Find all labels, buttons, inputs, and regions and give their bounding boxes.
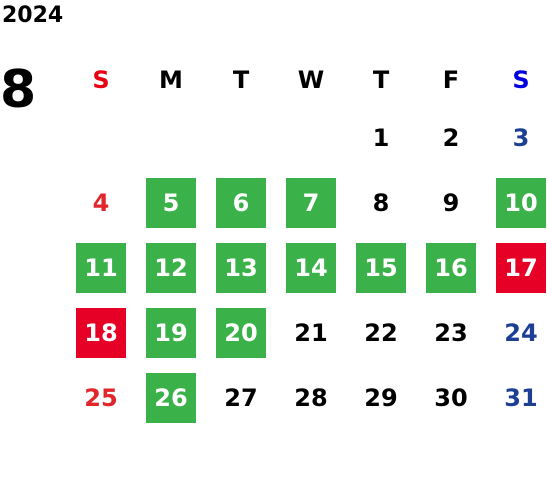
week-row: 4 5 6 7 8 9 10: [66, 170, 548, 235]
weekday-header-friday: F: [442, 66, 460, 94]
day-number: 24: [504, 318, 538, 347]
day-cell: 20: [206, 300, 276, 365]
weekday-header-tuesday: T: [232, 66, 250, 94]
day-number: 8: [372, 188, 390, 217]
day-cell: 31: [486, 365, 548, 430]
day-number-highlighted: 11: [76, 242, 126, 293]
day-number-highlighted: 20: [216, 307, 266, 358]
day-cell: 28: [276, 365, 346, 430]
day-number-holiday: 17: [496, 242, 546, 293]
day-cell: 19: [136, 300, 206, 365]
day-number: 2: [442, 123, 460, 152]
day-number: [286, 113, 336, 163]
day-cell: 10: [486, 170, 548, 235]
week-row: 18 19 20 21 22 23 24: [66, 300, 548, 365]
month-label: 8: [0, 60, 37, 120]
day-cell: 8: [346, 170, 416, 235]
weekday-header-thursday: T: [372, 66, 390, 94]
day-cell: 26: [136, 365, 206, 430]
weekday-header-sunday: S: [92, 66, 110, 94]
weekday-header-monday: M: [159, 66, 183, 94]
day-number-highlighted: 5: [146, 177, 196, 228]
day-cell: 22: [346, 300, 416, 365]
day-cell: 13: [206, 235, 276, 300]
day-cell: 4: [66, 170, 136, 235]
day-number-highlighted: 14: [286, 242, 336, 293]
day-cell: 29: [346, 365, 416, 430]
day-cell: 9: [416, 170, 486, 235]
day-cell: 14: [276, 235, 346, 300]
day-cell: 3: [486, 105, 548, 170]
day-cell: 24: [486, 300, 548, 365]
day-number: 25: [84, 383, 118, 412]
day-number: 28: [294, 383, 328, 412]
day-cell: 21: [276, 300, 346, 365]
day-cell-empty: [136, 105, 206, 170]
day-number-highlighted: 10: [496, 177, 546, 228]
day-cell: 2: [416, 105, 486, 170]
day-number: 22: [364, 318, 398, 347]
day-cell: 30: [416, 365, 486, 430]
day-number-holiday: 18: [76, 307, 126, 358]
day-number: 23: [434, 318, 468, 347]
day-cell: 18: [66, 300, 136, 365]
day-cell: 23: [416, 300, 486, 365]
day-cell: 7: [276, 170, 346, 235]
day-number-highlighted: 12: [146, 242, 196, 293]
calendar-grid: S M T W T F S 1 2 3 4 5 6 7 8 9 10: [66, 55, 548, 430]
day-number: 4: [92, 188, 110, 217]
day-number-highlighted: 7: [286, 177, 336, 228]
day-cell-empty: [276, 105, 346, 170]
day-number: 9: [442, 188, 460, 217]
day-cell-empty: [66, 105, 136, 170]
day-cell: 16: [416, 235, 486, 300]
day-number-highlighted: 6: [216, 177, 266, 228]
weekday-header-saturday: S: [512, 66, 530, 94]
day-number-highlighted: 13: [216, 242, 266, 293]
day-cell: 1: [346, 105, 416, 170]
year-label: 2024: [2, 3, 64, 28]
day-number: [146, 113, 196, 163]
day-number: 27: [224, 383, 258, 412]
day-number-highlighted: 16: [426, 242, 476, 293]
day-number: [216, 113, 266, 163]
day-cell: 6: [206, 170, 276, 235]
day-number: 21: [294, 318, 328, 347]
day-number: 31: [504, 383, 538, 412]
weekday-header-row: S M T W T F S: [66, 55, 548, 105]
day-cell: 15: [346, 235, 416, 300]
week-row: 11 12 13 14 15 16 17: [66, 235, 548, 300]
day-cell: 12: [136, 235, 206, 300]
day-number: 30: [434, 383, 468, 412]
day-number-highlighted: 15: [356, 242, 406, 293]
day-number: [76, 113, 126, 163]
day-number: 1: [372, 123, 390, 152]
day-number-highlighted: 26: [146, 372, 196, 423]
day-cell: 11: [66, 235, 136, 300]
day-cell: 17: [486, 235, 548, 300]
day-cell: 5: [136, 170, 206, 235]
day-cell: 25: [66, 365, 136, 430]
weekday-header-wednesday: W: [297, 66, 325, 94]
day-cell: 27: [206, 365, 276, 430]
day-number: 3: [512, 123, 530, 152]
day-number-highlighted: 19: [146, 307, 196, 358]
week-row: 25 26 27 28 29 30 31: [66, 365, 548, 430]
day-cell-empty: [206, 105, 276, 170]
week-row: 1 2 3: [66, 105, 548, 170]
day-number: 29: [364, 383, 398, 412]
